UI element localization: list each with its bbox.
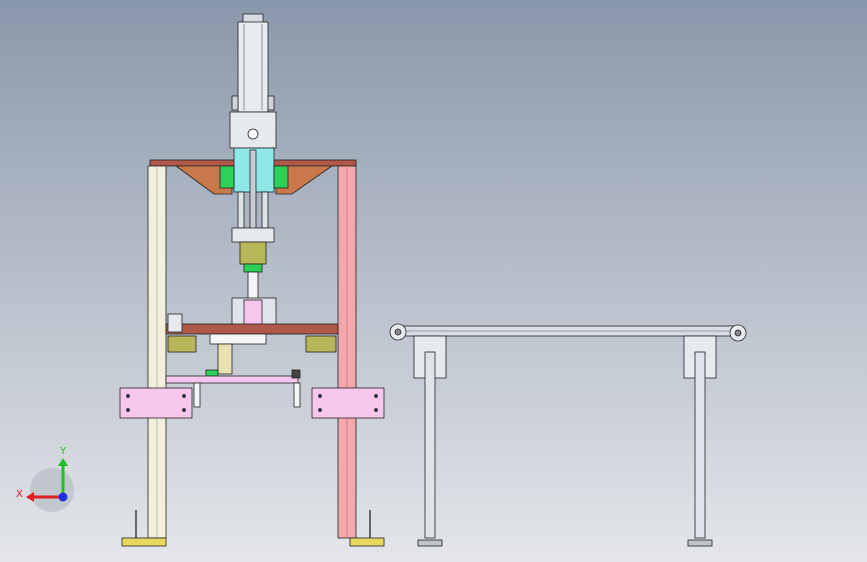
table-plate — [165, 323, 339, 335]
press-machine[interactable] — [119, 13, 385, 547]
x-axis-arrowhead — [26, 492, 34, 502]
ram-head — [231, 227, 275, 243]
foot-left — [121, 537, 167, 547]
x-axis-label: X — [16, 489, 23, 500]
guide-rod-left — [237, 191, 245, 229]
z-axis-origin — [58, 492, 68, 502]
cylinder-side-fitting-right — [267, 95, 275, 111]
sensor-body — [217, 343, 233, 375]
foot-right — [349, 537, 385, 547]
y-axis-label: Y — [59, 446, 67, 457]
crossbeam-stop — [291, 369, 301, 379]
y-axis-arrowhead — [58, 458, 68, 466]
olive-block-left — [167, 335, 197, 353]
punch-shaft — [247, 271, 259, 303]
top-bracket-left — [174, 165, 233, 195]
conveyor-leg-left — [424, 351, 436, 539]
piston-rod — [249, 149, 257, 231]
side-plate-left — [119, 387, 193, 419]
cylinder-body — [237, 21, 269, 113]
mount-pin — [247, 128, 259, 140]
side-plate-right — [311, 387, 385, 419]
olive-block-right — [305, 335, 337, 353]
pink-crossbeam — [165, 375, 299, 384]
conveyor-foot-right — [687, 539, 713, 547]
crossbeam-hanger-left — [193, 382, 201, 408]
ram-coupler — [239, 241, 267, 265]
axis-triad: Y X — [16, 446, 74, 512]
green-connector — [243, 263, 263, 273]
table-left-post — [167, 313, 183, 333]
conveyor-leg-right — [694, 351, 706, 539]
conveyor[interactable] — [389, 323, 747, 547]
triad-shadow — [30, 468, 74, 512]
cylinder-side-fitting-left — [231, 95, 239, 111]
conveyor-foot-left — [417, 539, 443, 547]
crossbeam-hanger-right — [293, 382, 301, 408]
fixture-white-block — [209, 333, 267, 345]
guide-rod-right — [261, 191, 269, 229]
